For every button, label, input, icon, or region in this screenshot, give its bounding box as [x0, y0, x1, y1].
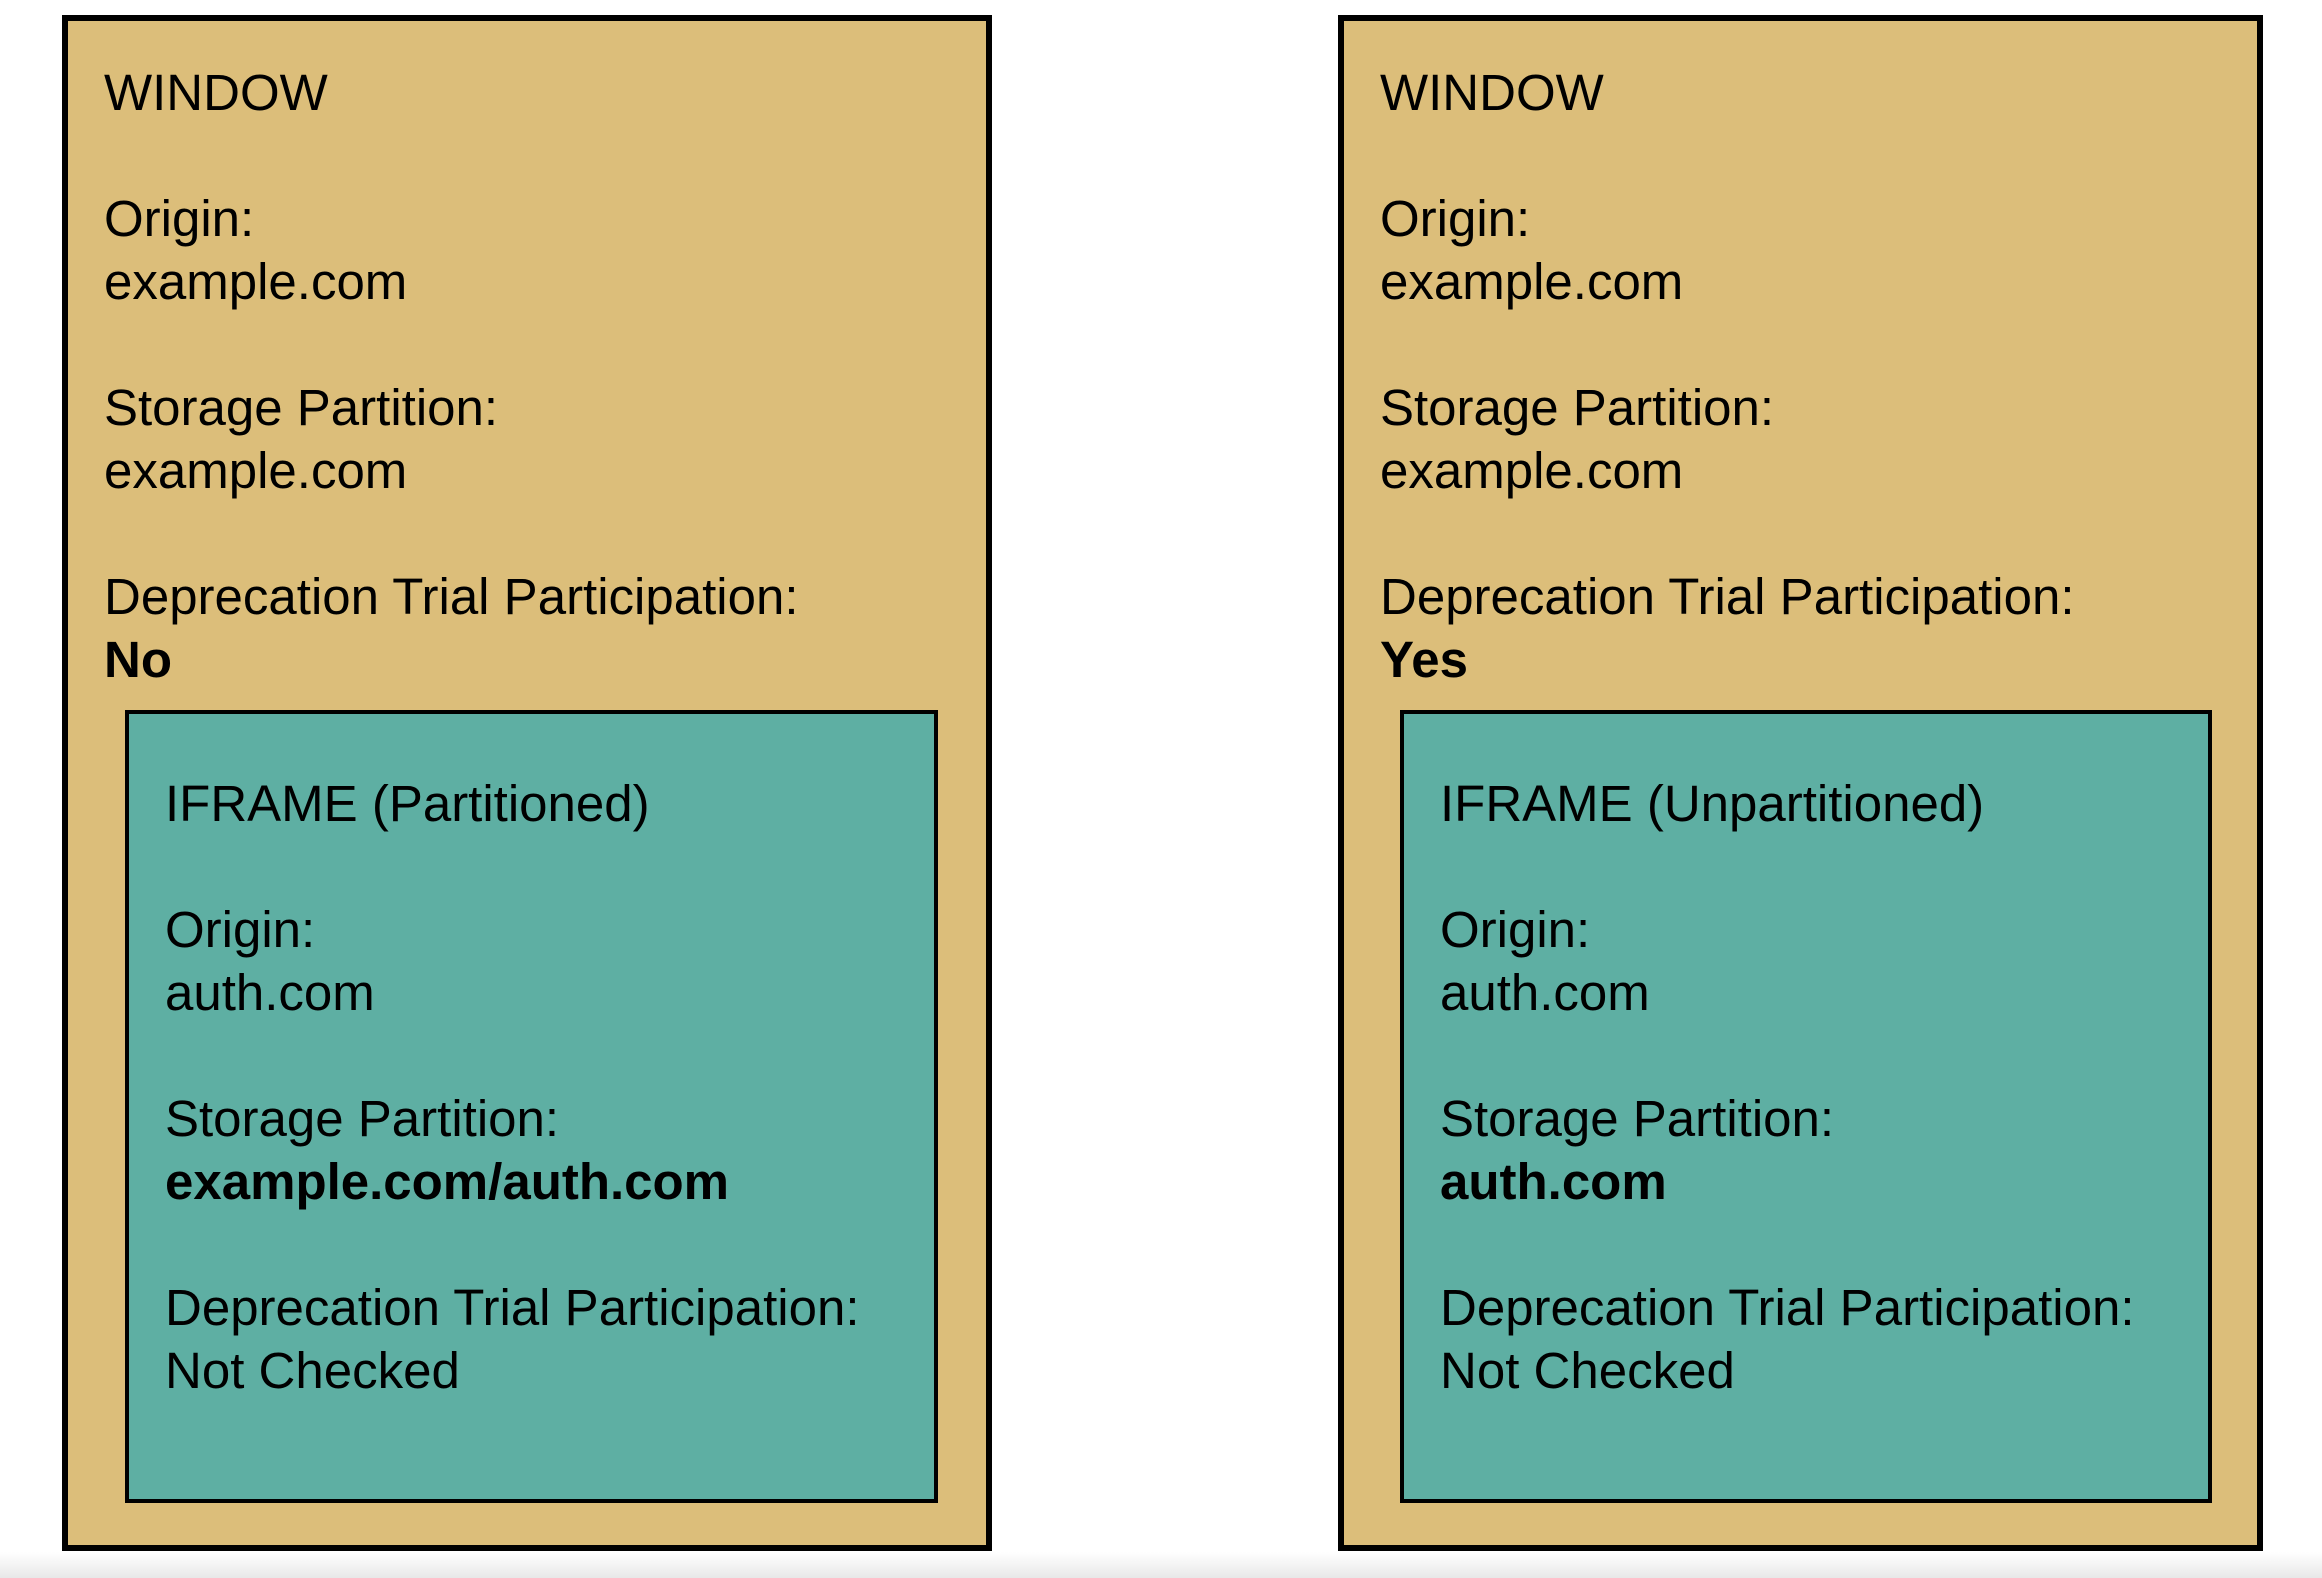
field-storage-partition: Storage Partition: example.com [104, 376, 958, 502]
field-value: example.com [104, 253, 408, 310]
field-label: Storage Partition: [1440, 1090, 1835, 1147]
field-value: example.com [1380, 442, 1684, 499]
window-box-right: WINDOW Origin: example.com Storage Parti… [1338, 15, 2263, 1551]
iframe-box-unpartitioned: IFRAME (Unpartitioned) Origin: auth.com … [1400, 710, 2212, 1503]
field-value: auth.com [1440, 964, 1650, 1021]
field-deprecation-trial: Deprecation Trial Participation: Not Che… [1440, 1276, 2180, 1402]
field-value: example.com [1380, 253, 1684, 310]
field-storage-partition: Storage Partition: example.com [1380, 376, 2229, 502]
field-label: Origin: [104, 190, 255, 247]
field-storage-partition: Storage Partition: example.com/auth.com [165, 1087, 906, 1213]
field-value: Yes [1380, 631, 1468, 688]
field-label: Origin: [1380, 190, 1531, 247]
field-label: Deprecation Trial Participation: [1440, 1279, 2135, 1336]
iframe-title: IFRAME (Partitioned) [165, 775, 650, 832]
field-value: auth.com [1440, 1153, 1667, 1210]
window-title: WINDOW [1380, 64, 1604, 121]
field-deprecation-trial: Deprecation Trial Participation: No [104, 565, 958, 691]
field-label: Deprecation Trial Participation: [1380, 568, 2075, 625]
field-value: Not Checked [165, 1342, 460, 1399]
window-title: WINDOW [104, 64, 328, 121]
field-label: Storage Partition: [165, 1090, 560, 1147]
field-origin: Origin: example.com [1380, 187, 2229, 313]
field-label: Storage Partition: [1380, 379, 1775, 436]
field-label: Origin: [165, 901, 316, 958]
field-origin: Origin: example.com [104, 187, 958, 313]
iframe-box-partitioned: IFRAME (Partitioned) Origin: auth.com St… [125, 710, 938, 1503]
field-deprecation-trial: Deprecation Trial Participation: Yes [1380, 565, 2229, 691]
field-label: Deprecation Trial Participation: [104, 568, 799, 625]
field-value: No [104, 631, 172, 688]
field-value: auth.com [165, 964, 375, 1021]
field-deprecation-trial: Deprecation Trial Participation: Not Che… [165, 1276, 906, 1402]
field-origin: Origin: auth.com [165, 898, 906, 1024]
window-box-left: WINDOW Origin: example.com Storage Parti… [62, 15, 992, 1551]
field-value: example.com/auth.com [165, 1153, 730, 1210]
field-origin: Origin: auth.com [1440, 898, 2180, 1024]
field-storage-partition: Storage Partition: auth.com [1440, 1087, 2180, 1213]
page-bottom-gradient [0, 1552, 2322, 1578]
field-label: Storage Partition: [104, 379, 499, 436]
field-value: Not Checked [1440, 1342, 1735, 1399]
iframe-title: IFRAME (Unpartitioned) [1440, 775, 1985, 832]
field-label: Deprecation Trial Participation: [165, 1279, 860, 1336]
field-value: example.com [104, 442, 408, 499]
field-label: Origin: [1440, 901, 1591, 958]
